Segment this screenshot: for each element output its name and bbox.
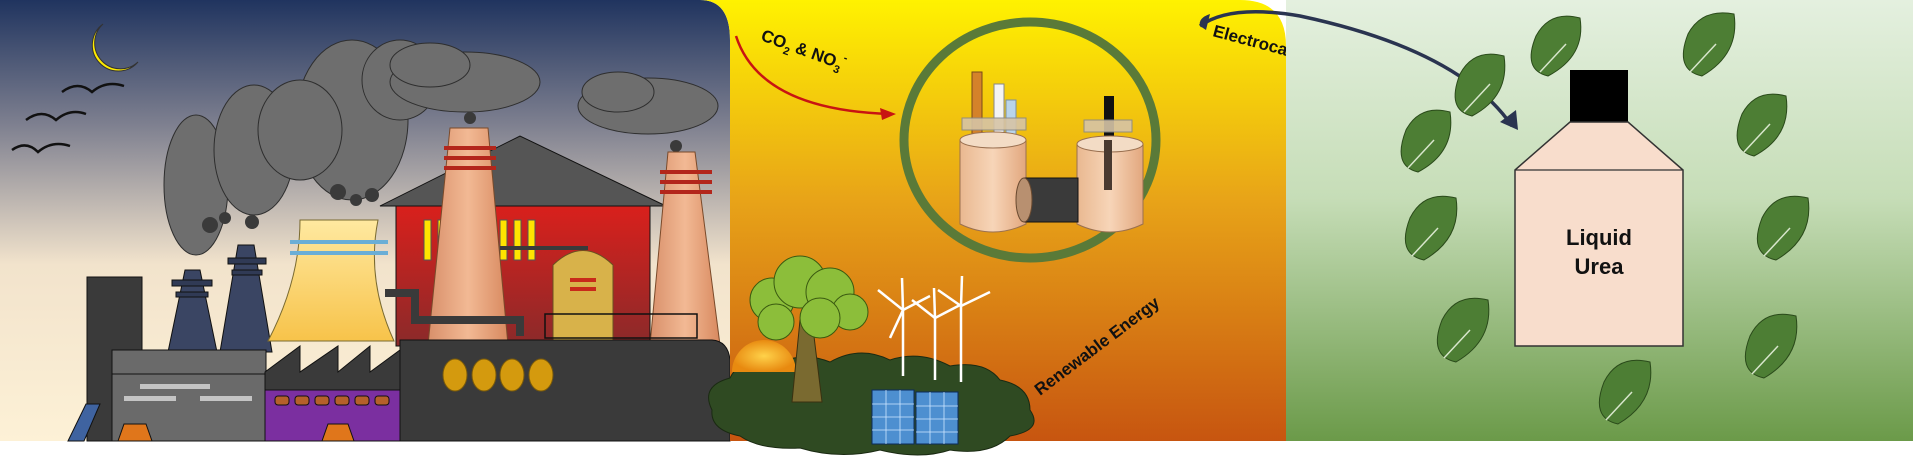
- arrowhead: [880, 108, 896, 120]
- solar-strip: [67, 403, 101, 442]
- chimney-icon: [167, 244, 273, 353]
- pipe: [385, 289, 524, 336]
- leaf-icon: [1744, 313, 1798, 379]
- leaf-icon: [1736, 93, 1788, 157]
- smoke-icon: [163, 39, 719, 256]
- product-panel: Liquid Urea: [1198, 0, 1913, 441]
- birds-icon: [11, 82, 125, 154]
- leaf-icon: [1454, 53, 1506, 117]
- leaf-icon: [1404, 195, 1458, 261]
- leaf-icon: [1400, 109, 1452, 173]
- bird-icon: [25, 110, 87, 122]
- pipe-frame: [544, 313, 698, 339]
- bird-icon: [61, 82, 125, 94]
- leaf-icon: [1682, 12, 1736, 77]
- leaf-icon: [1436, 297, 1490, 363]
- leaf-icon: [1530, 15, 1582, 77]
- soot-puffs: [202, 112, 682, 233]
- storage-building: [399, 339, 731, 442]
- arrowhead: [1500, 110, 1518, 130]
- bird-icon: [11, 142, 71, 154]
- energy-panel: CO2 & NO3-: [668, 0, 1341, 456]
- solar-panel-icon: [871, 389, 959, 445]
- product-label-line1: Liquid: [1566, 225, 1632, 250]
- reactor-ring: [899, 17, 1161, 263]
- moon-icon: [91, 23, 139, 72]
- sun-icon: [732, 340, 796, 372]
- leaf-icon: [1598, 359, 1652, 425]
- bottle-icon: Liquid Urea: [1514, 70, 1684, 347]
- product-label-line2: Urea: [1575, 254, 1625, 279]
- tree-icon: [749, 255, 869, 403]
- leaves-icon: [1400, 12, 1810, 425]
- wind-turbine-icon: [877, 275, 991, 382]
- pipe: [290, 251, 388, 255]
- electrolysis-cell-icon: [959, 71, 1144, 233]
- factory-icon: [111, 349, 267, 442]
- industry-panel: [0, 0, 731, 442]
- arrow-icon: [734, 35, 891, 116]
- leaf-icon: [1756, 195, 1810, 261]
- cooling-tower-icon: [267, 219, 395, 342]
- pipe: [290, 240, 388, 244]
